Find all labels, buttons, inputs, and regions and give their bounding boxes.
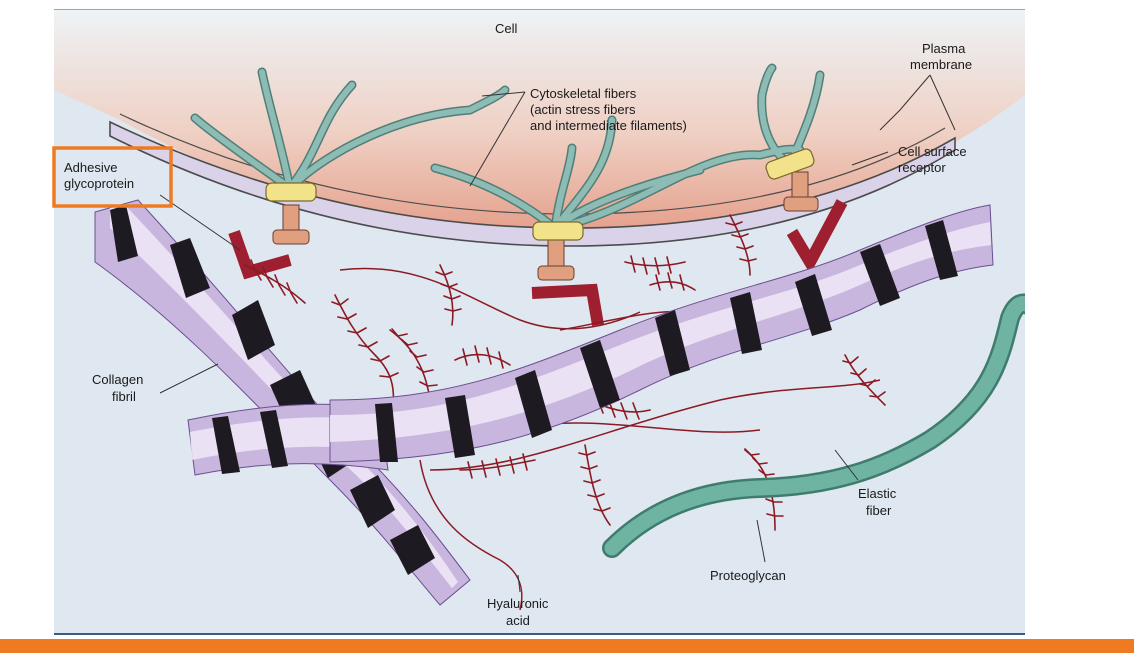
label-adhesive-glycoprotein: Adhesive glycoprotein [64, 160, 134, 191]
label-hyaluronic-acid: Hyaluronic acid [487, 596, 552, 628]
leader-lines [159, 74, 956, 593]
label-cell-surface-receptor: Cell surface receptor [898, 144, 970, 175]
receptor-center [531, 221, 604, 327]
collagen-fibril-wave [329, 204, 994, 463]
elastic-fiber [602, 293, 1025, 558]
label-cell: Cell [495, 21, 518, 36]
label-collagen-fibril: Collagen fibril [92, 372, 147, 404]
receptor-left [228, 182, 317, 280]
label-proteoglycan: Proteoglycan [710, 568, 786, 583]
adhesive-glycoprotein-callout: Adhesive glycoprotein [52, 146, 173, 208]
highlight-box [52, 146, 173, 208]
bottom-accent-bar [0, 639, 1134, 653]
label-plasma-membrane: Plasma membrane [910, 41, 972, 72]
label-elastic-fiber: Elastic fiber [858, 486, 900, 518]
plasma-membrane [109, 120, 956, 247]
label-cytoskeletal-fibers: Cytoskeletal fibers (actin stress fibers… [530, 86, 687, 133]
receptor-right [765, 148, 848, 275]
cytoskeletal-fibers [190, 63, 825, 233]
